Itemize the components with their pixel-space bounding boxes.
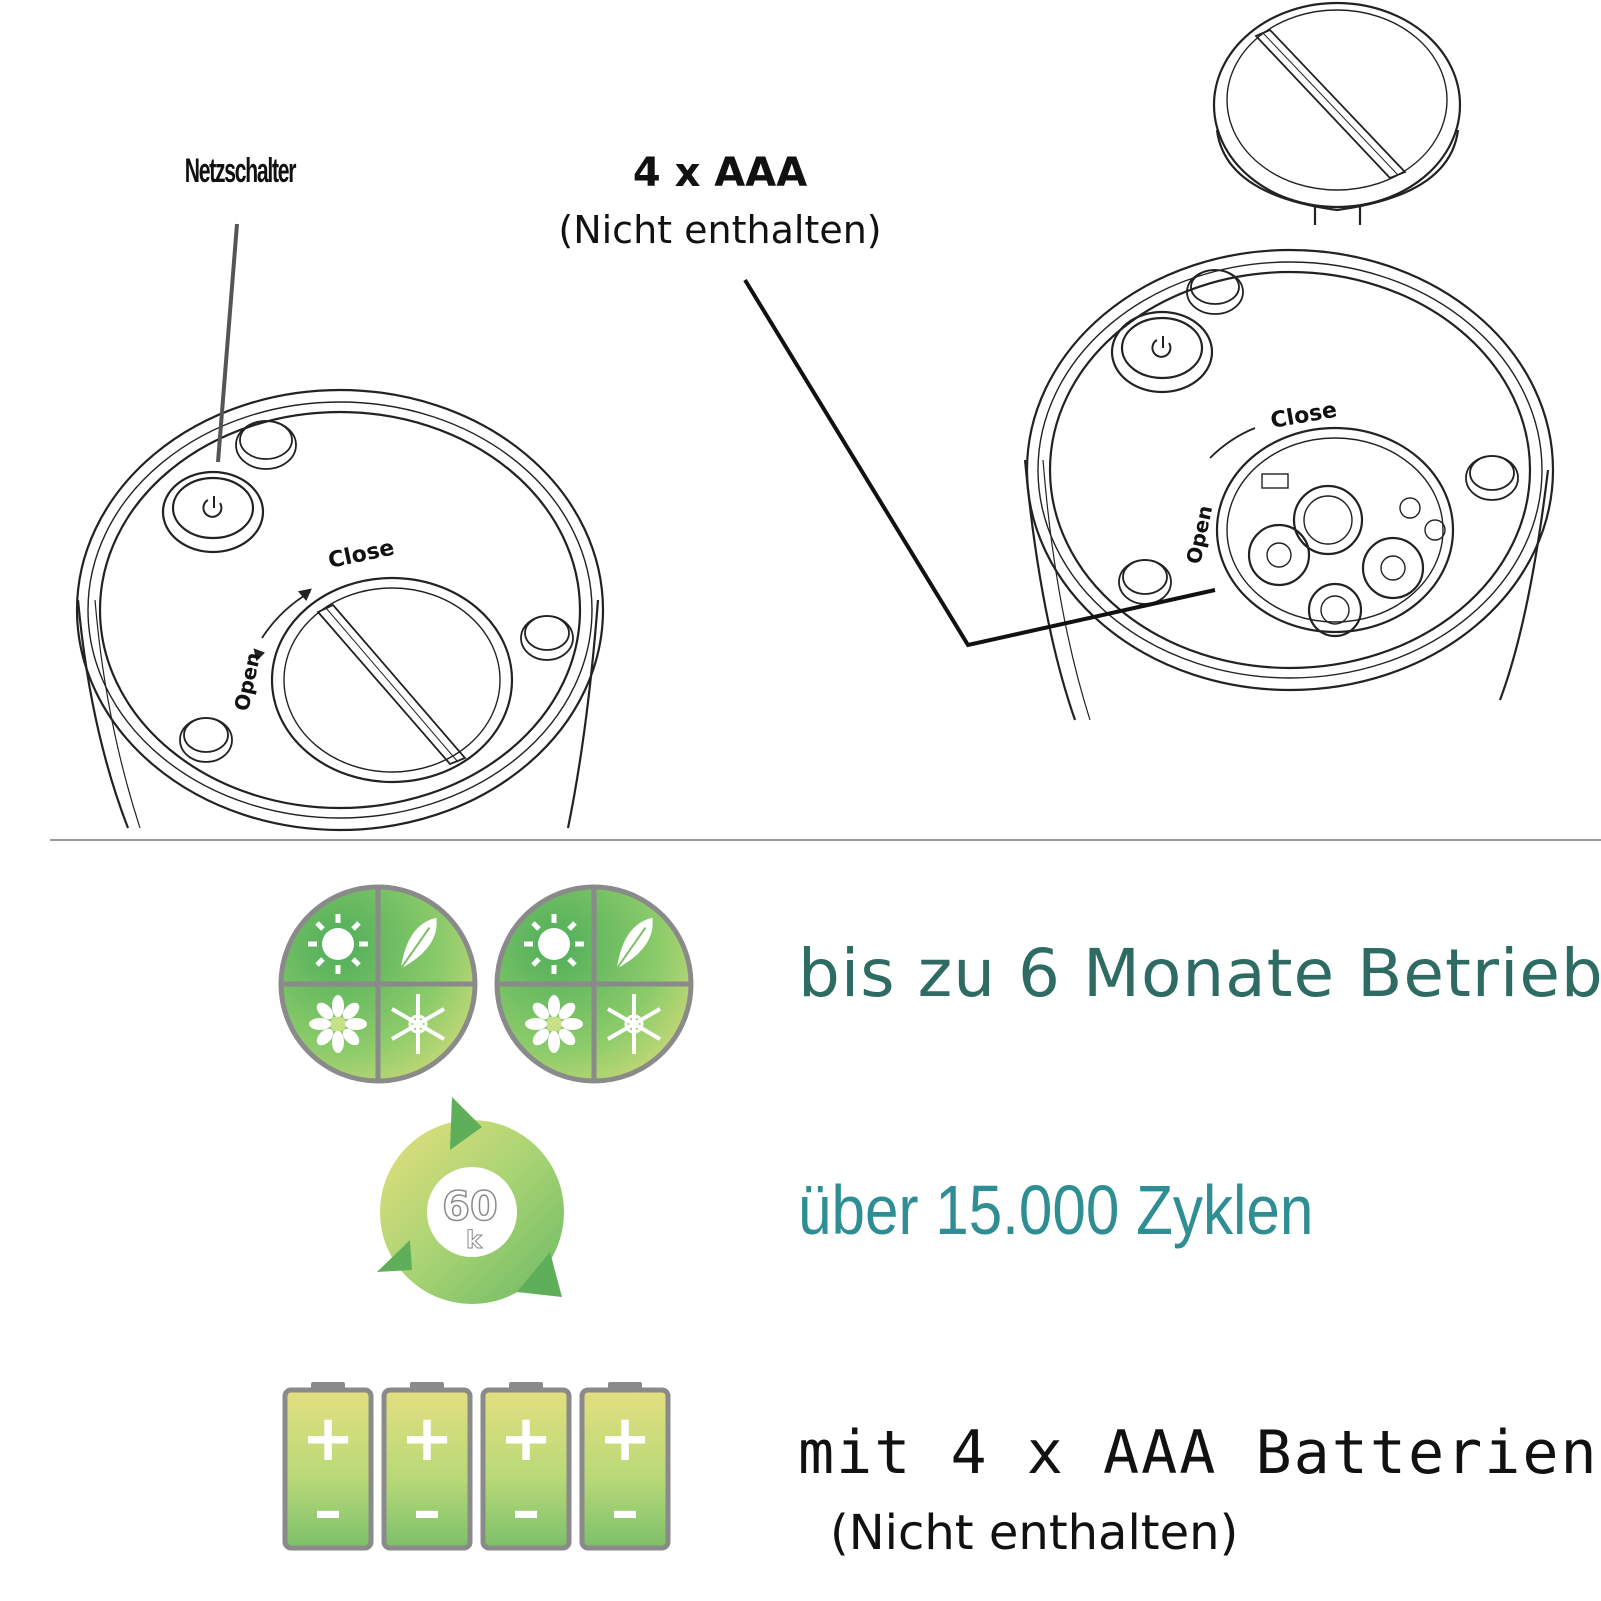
battery-minus-sign: –	[512, 1479, 540, 1544]
battery-spec-label: 4 x AAA	[632, 150, 808, 196]
device-open-compartment	[1023, 1, 1555, 721]
batteries-not-included-text: (Nicht enthalten)	[830, 1505, 1239, 1561]
battery-leader-line	[743, 278, 1216, 648]
runtime-feature-text: bis zu 6 Monate Betrieb	[798, 935, 1601, 1012]
battery-icon: +–	[381, 1382, 473, 1551]
cycle-badge-number: 60	[442, 1184, 498, 1230]
dial-open-label: Open	[229, 650, 265, 713]
battery-plus-sign: +	[301, 1402, 355, 1476]
power-switch-label: Netzschalter	[184, 152, 297, 190]
battery-body	[579, 1387, 671, 1551]
sun-icon	[524, 914, 584, 974]
battery-plus-sign: +	[400, 1402, 454, 1476]
detached-lid	[1212, 1, 1462, 225]
battery-body	[381, 1387, 473, 1551]
power-switch-leader-line	[216, 223, 239, 463]
battery-minus-sign: –	[413, 1479, 441, 1544]
snowflake-icon	[391, 994, 445, 1054]
battery-not-included-label: (Nicht enthalten)	[558, 208, 882, 252]
battery-icon: +–	[579, 1382, 671, 1551]
batteries-feature-text: mit 4 x AAA Batterien	[798, 1418, 1599, 1488]
battery-row: +–+–+–+–	[282, 1382, 671, 1551]
battery-body	[282, 1387, 374, 1551]
snowflake-icon	[607, 994, 661, 1054]
season-badge-1	[278, 884, 478, 1084]
sun-icon	[308, 914, 368, 974]
dial-open-label-2: Open	[1181, 503, 1217, 566]
flower-icon	[525, 995, 583, 1053]
leaf-icon	[395, 917, 437, 976]
battery-body	[480, 1387, 572, 1551]
battery-plus-sign: +	[499, 1402, 553, 1476]
battery-compartment	[1209, 426, 1455, 638]
mount-peg	[179, 420, 574, 763]
battery-lid-dial	[253, 576, 514, 784]
battery-icon: +–	[480, 1382, 572, 1551]
cycle-badge-unit: k	[466, 1226, 483, 1254]
leaf-icon	[611, 917, 653, 976]
battery-minus-sign: –	[611, 1479, 639, 1544]
season-badge-2	[494, 884, 694, 1084]
flower-icon	[309, 995, 367, 1053]
battery-icon: +–	[282, 1382, 374, 1551]
device-closed-lid	[75, 388, 605, 832]
power-button-drawing	[161, 470, 265, 554]
battery-minus-sign: –	[314, 1479, 342, 1544]
cycles-feature-text: über 15.000 Zyklen	[798, 1171, 1314, 1249]
dial-close-label: Close	[326, 536, 397, 574]
recycle-icon: 60 k	[377, 1097, 564, 1304]
battery-plus-sign: +	[598, 1402, 652, 1476]
